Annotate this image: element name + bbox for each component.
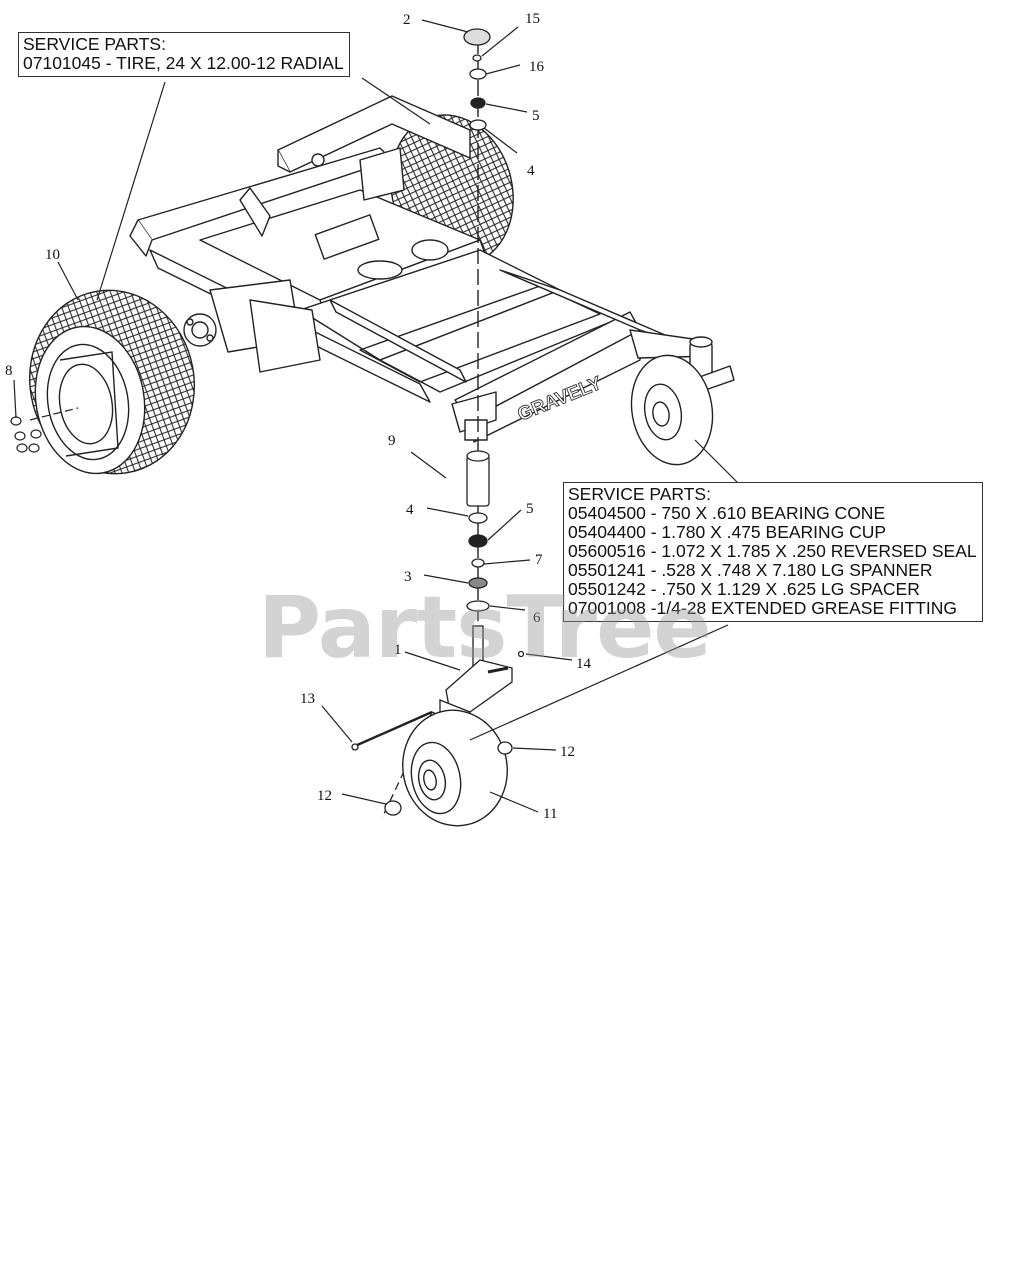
service-part-line: 05501241 - .528 X .748 X 7.180 LG SPANNE…: [568, 560, 933, 580]
part-number-12-right: 12: [560, 744, 575, 760]
service-part-line: 05404500 - 750 X .610 BEARING CONE: [568, 503, 886, 523]
spindle-tube: [466, 455, 490, 507]
bearing-cone-top: [470, 97, 486, 109]
seal: [471, 558, 485, 568]
service-part-line: 07101045 - TIRE, 24 X 12.00-12 RADIAL: [23, 53, 344, 73]
service-parts-heading: SERVICE PARTS:: [568, 484, 711, 504]
service-parts-heading: SERVICE PARTS:: [23, 34, 166, 54]
mower-frame: [129, 95, 735, 466]
part-number-12-left: 12: [317, 788, 332, 804]
part-number-5-top: 5: [532, 108, 540, 124]
spindle-stack: [351, 28, 525, 819]
part-number-14: 14: [576, 656, 591, 672]
bearing-cup-bottom: [468, 512, 488, 524]
service-parts-box-caster: SERVICE PARTS: 05404500 - 750 X .610 BEA…: [563, 482, 983, 622]
part-number-2: 2: [403, 12, 411, 28]
part-number-16: 16: [529, 59, 544, 75]
wheel-spacer-left: [384, 800, 402, 816]
service-part-line: 05501242 - .750 X 1.129 X .625 LG SPACER: [568, 579, 920, 599]
spanner: [468, 577, 488, 589]
lug-nuts: [10, 416, 42, 453]
bearing-cone-bottom: [468, 534, 488, 548]
washer-16: [469, 68, 487, 80]
part-number-1: 1: [394, 642, 402, 658]
part-number-13: 13: [300, 691, 315, 707]
service-parts-box-tire: SERVICE PARTS: 07101045 - TIRE, 24 X 12.…: [18, 32, 350, 77]
service-part-line: 05404400 - 1.780 X .475 BEARING CUP: [568, 522, 887, 542]
part-number-8: 8: [5, 363, 13, 379]
bearing-cup-top: [469, 119, 487, 131]
service-part-line: 07001008 -1/4-28 EXTENDED GREASE FITTING: [568, 598, 958, 618]
service-part-line: 05600516 - 1.072 X 1.785 X .250 REVERSED…: [568, 541, 977, 561]
part-number-15: 15: [525, 11, 540, 27]
part-number-11: 11: [543, 806, 558, 822]
part-number-4: 4: [406, 502, 414, 518]
partstree-watermark: PartsTree: [258, 578, 712, 678]
part-number-9: 9: [388, 433, 396, 449]
front-caster-wheel: [402, 709, 508, 827]
part-number-3: 3: [404, 569, 412, 585]
leader-lines: [13, 19, 741, 813]
grease-fitting-top: [472, 54, 482, 62]
rear-left-tire: [28, 289, 196, 475]
spacer: [466, 600, 490, 612]
part-number-10: 10: [45, 247, 60, 263]
grease-fitting: [517, 650, 525, 658]
part-number-6: 6: [533, 610, 541, 626]
part-number-5: 5: [526, 501, 534, 517]
part-number-4-top: 4: [527, 163, 535, 179]
wheel-spacer-right: [497, 741, 513, 755]
front-right-caster-wheel: [630, 354, 714, 466]
dust-cap: [463, 28, 491, 46]
axle-bolt: [354, 710, 433, 748]
part-number-7: 7: [535, 552, 543, 568]
